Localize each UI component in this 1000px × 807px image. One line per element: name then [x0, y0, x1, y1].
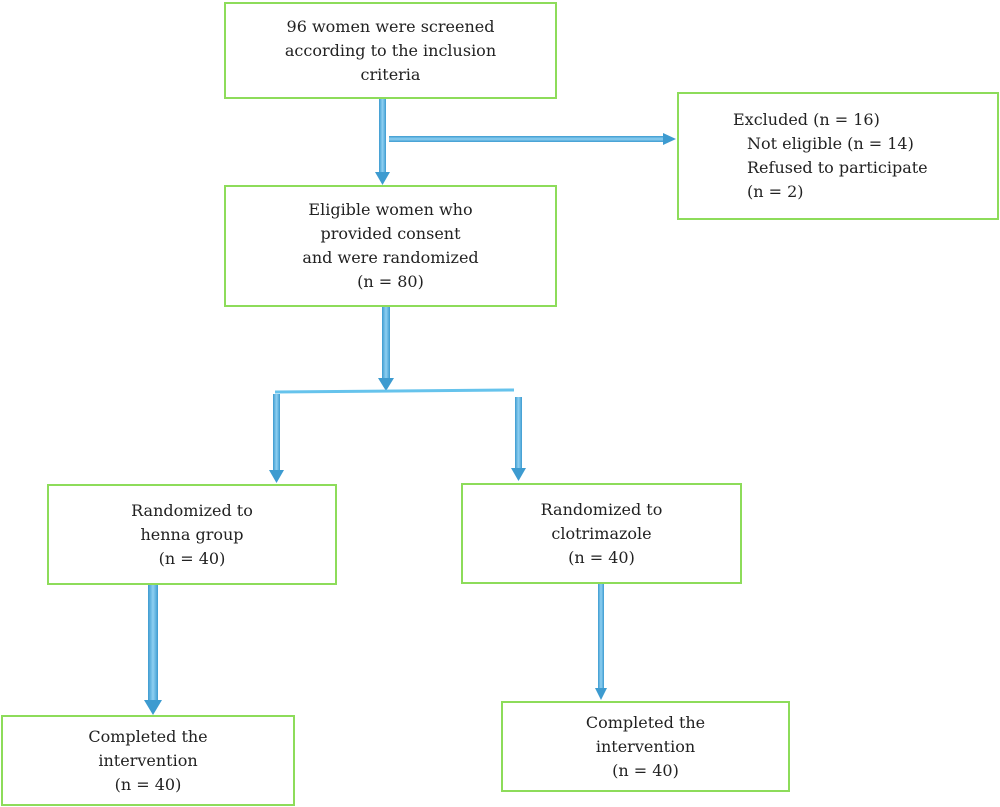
excluded-line-2: Not eligible (n = 14) [747, 134, 914, 153]
arrow-split-to-henna [269, 394, 284, 483]
arrow-henna-to-completed [144, 585, 162, 715]
screened-line-2: according to the inclusion [284, 40, 497, 60]
clotrimazole-group-box: Randomized to clotrimazole (n = 40) [461, 483, 742, 584]
randomized-line-1: Eligible women who [308, 200, 473, 219]
henna-group-box: Randomized to henna group (n = 40) [47, 484, 337, 585]
henna-completed-line-3: (n = 40) [114, 774, 182, 794]
excluded-line-1: Excluded (n = 16) [733, 110, 880, 129]
clotrimazole-group-line-1: Randomized to [540, 499, 663, 519]
clotrimazole-completed-line-2: intervention [595, 736, 696, 756]
henna-group-line-2: henna group [140, 524, 244, 544]
randomized-line-2: provided consent [320, 224, 461, 243]
arrow-clotrimazole-to-completed [595, 584, 607, 700]
screened-line-1: 96 women were screened [286, 16, 495, 36]
clotrimazole-completed-box: Completed the intervention (n = 40) [501, 701, 790, 792]
arrow-screened-to-randomized [375, 98, 390, 185]
henna-completed-line-2: intervention [98, 750, 198, 770]
screened-box: 96 women were screened according to the … [224, 2, 557, 99]
screened-line-3: criteria [360, 64, 421, 84]
arrow-to-excluded [389, 133, 676, 145]
henna-completed-box: Completed the intervention (n = 40) [1, 715, 295, 806]
arrow-randomized-to-split [378, 307, 394, 391]
randomized-line-4: (n = 80) [357, 272, 424, 291]
excluded-line-4: (n = 2) [747, 182, 804, 201]
randomized-line-3: and were randomized [302, 248, 479, 267]
arrow-split-to-clotrimazole [511, 397, 526, 481]
randomized-box: Eligible women who provided consent and … [224, 185, 557, 307]
clotrimazole-completed-line-1: Completed the [585, 712, 706, 732]
excluded-box: Excluded (n = 16) Not eligible (n = 14) … [677, 92, 999, 220]
henna-completed-line-1: Completed the [88, 726, 208, 746]
henna-group-line-3: (n = 40) [158, 548, 226, 568]
excluded-line-3: Refused to participate [747, 158, 928, 177]
clotrimazole-completed-line-3: (n = 40) [612, 760, 679, 780]
split-line [274, 388, 515, 394]
henna-group-line-1: Randomized to [131, 500, 253, 520]
clotrimazole-group-line-2: clotrimazole [551, 523, 652, 543]
clotrimazole-group-line-3: (n = 40) [568, 547, 635, 567]
